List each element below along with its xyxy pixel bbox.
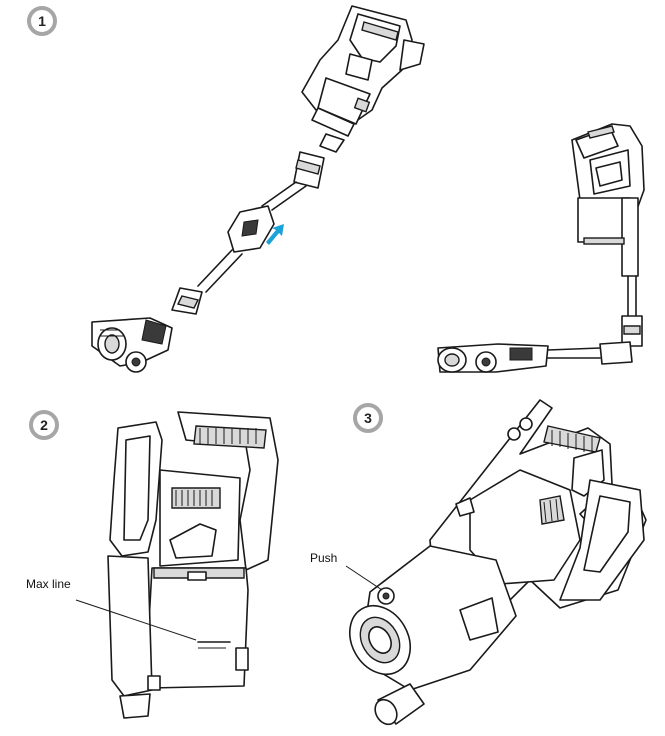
- step-3-badge: 3: [353, 403, 383, 433]
- lower-wand-tube: [197, 249, 243, 293]
- push-leader: [345, 565, 383, 591]
- step-1-badge: 1: [27, 6, 57, 36]
- vacuum-dust-bin-side-view: [107, 411, 279, 719]
- insert-direction-arrow-icon: [266, 224, 284, 245]
- lower-wand-connector: [171, 287, 203, 315]
- step-3-number: 3: [364, 410, 372, 426]
- max-line-leader: [75, 599, 197, 641]
- vacuum-body-unit: [301, 5, 425, 153]
- wand-mid-joint: [227, 205, 275, 253]
- step-1-number: 1: [38, 13, 46, 29]
- floor-brush-head: [91, 317, 173, 373]
- upper-wand-connector: [293, 151, 325, 189]
- vacuum-exploded-assembly: [91, 5, 425, 373]
- step-2-badge: 2: [29, 410, 59, 440]
- vacuum-bin-release-view: [349, 399, 647, 726]
- wand-tube: [261, 181, 307, 211]
- vacuum-assembled: [437, 123, 645, 373]
- push-label: Push: [310, 551, 338, 565]
- step-2-number: 2: [40, 417, 48, 433]
- max-line-label: Max line: [26, 577, 71, 591]
